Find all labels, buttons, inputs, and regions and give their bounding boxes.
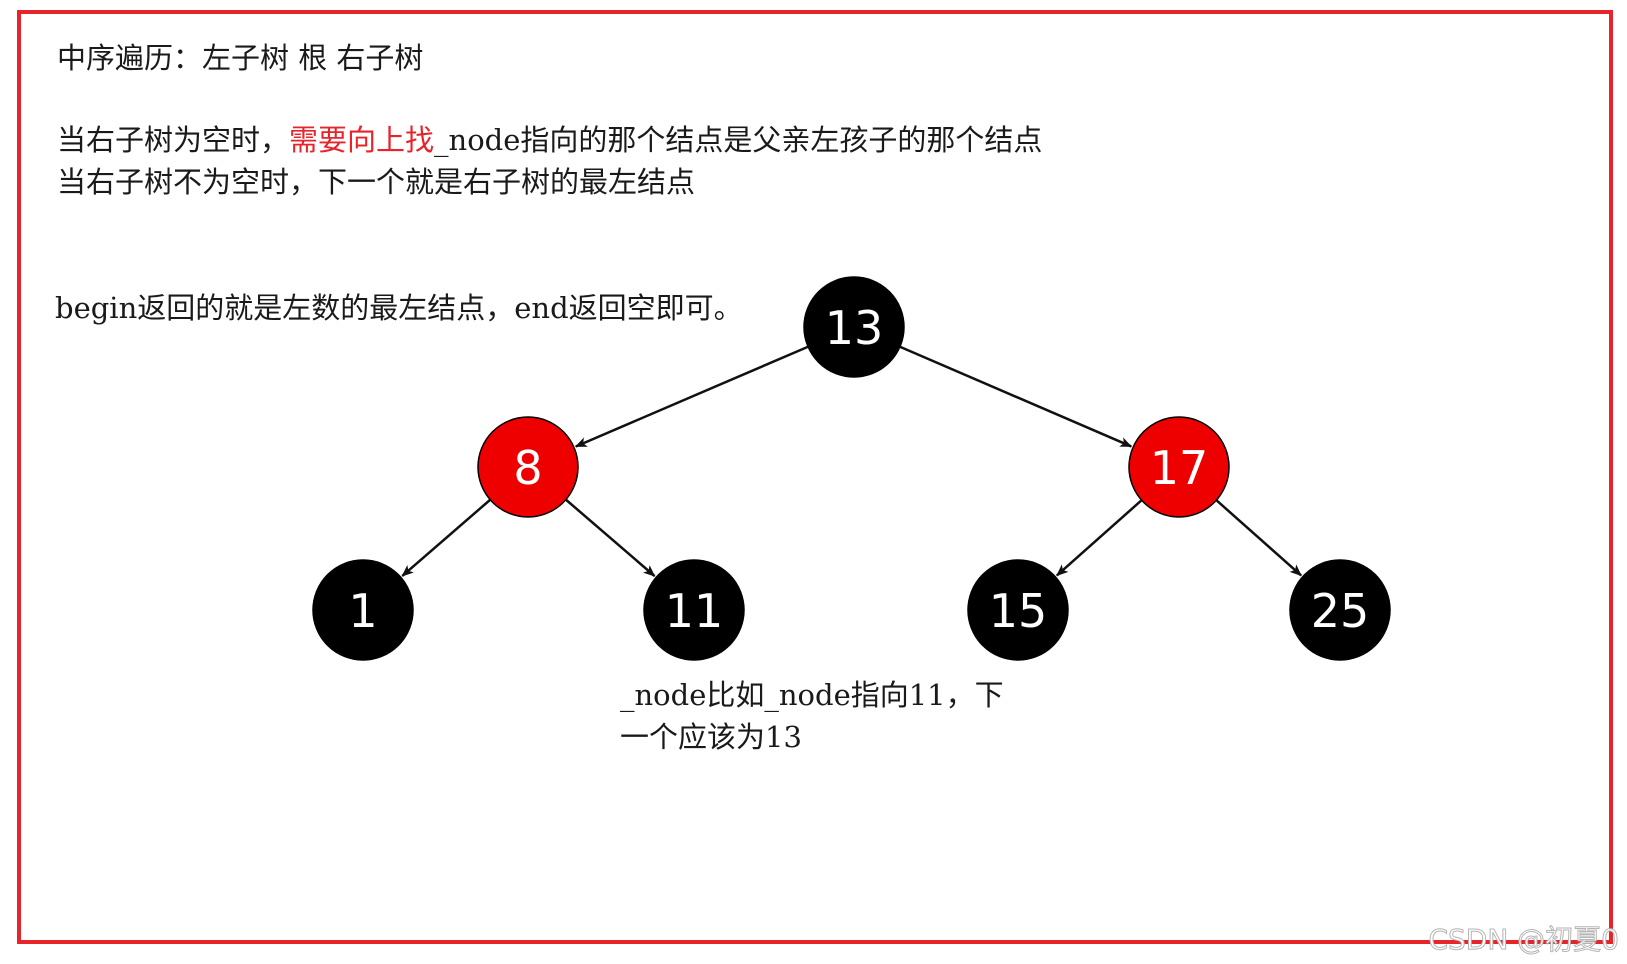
node-circle-13 — [803, 276, 905, 378]
node-circle-25 — [1289, 559, 1391, 661]
tree-node-25: 25 — [1289, 559, 1391, 661]
tree-node-11: 11 — [643, 559, 745, 661]
right-nonempty-rule: 当右子树不为空时，下一个就是右子树的最左结点 — [57, 165, 696, 199]
edge-n8-n1 — [401, 498, 492, 577]
node-label-25: 25 — [1311, 584, 1370, 638]
node-label-15: 15 — [989, 584, 1048, 638]
note-text-line1: _node比如_node指向11，下 — [620, 678, 1004, 712]
right-empty-rule-end: _node指向的那个结点是父亲左孩子的那个结点 — [434, 123, 1043, 157]
tree-node-8: 8 — [477, 416, 579, 518]
watermark: CSDN @初夏0 — [1428, 923, 1620, 957]
node-label-1: 1 — [348, 584, 377, 638]
red-frame — [17, 10, 1613, 944]
edge-n17-n15 — [1056, 499, 1143, 577]
edge-n13-n17 — [899, 345, 1133, 448]
node-circle-15 — [967, 559, 1069, 661]
node-circle-1 — [312, 559, 414, 661]
edge-n13-n8 — [574, 345, 809, 448]
right-empty-rule: 当右子树为空时，需要向上找_node指向的那个结点是父亲左孩子的那个结点 — [57, 120, 1042, 160]
highlight-text: 需要向上找 — [289, 123, 435, 157]
note-text-line2: 一个应该为13 — [620, 720, 802, 754]
begin-end-text: begin返回的就是左数的最左结点，end返回空即可。 — [55, 291, 743, 325]
node-label-17: 17 — [1150, 441, 1209, 495]
tree-node-1: 1 — [312, 559, 414, 661]
node-label-8: 8 — [513, 441, 542, 495]
right-empty-rule-start: 当右子树为空时， — [57, 123, 290, 157]
inorder-rule-text: 中序遍历：左子树 根 右子树 — [57, 41, 424, 75]
node-label-11: 11 — [665, 584, 724, 638]
node-circle-8 — [477, 416, 579, 518]
tree-node-13: 13 — [803, 276, 905, 378]
node-circle-11 — [643, 559, 745, 661]
edge-n8-n11 — [565, 498, 656, 578]
node-label-13: 13 — [825, 301, 884, 355]
edge-n17-n25 — [1215, 499, 1302, 577]
tree-node-15: 15 — [967, 559, 1069, 661]
tree-node-17: 17 — [1128, 416, 1230, 518]
node-circle-17 — [1128, 416, 1230, 518]
